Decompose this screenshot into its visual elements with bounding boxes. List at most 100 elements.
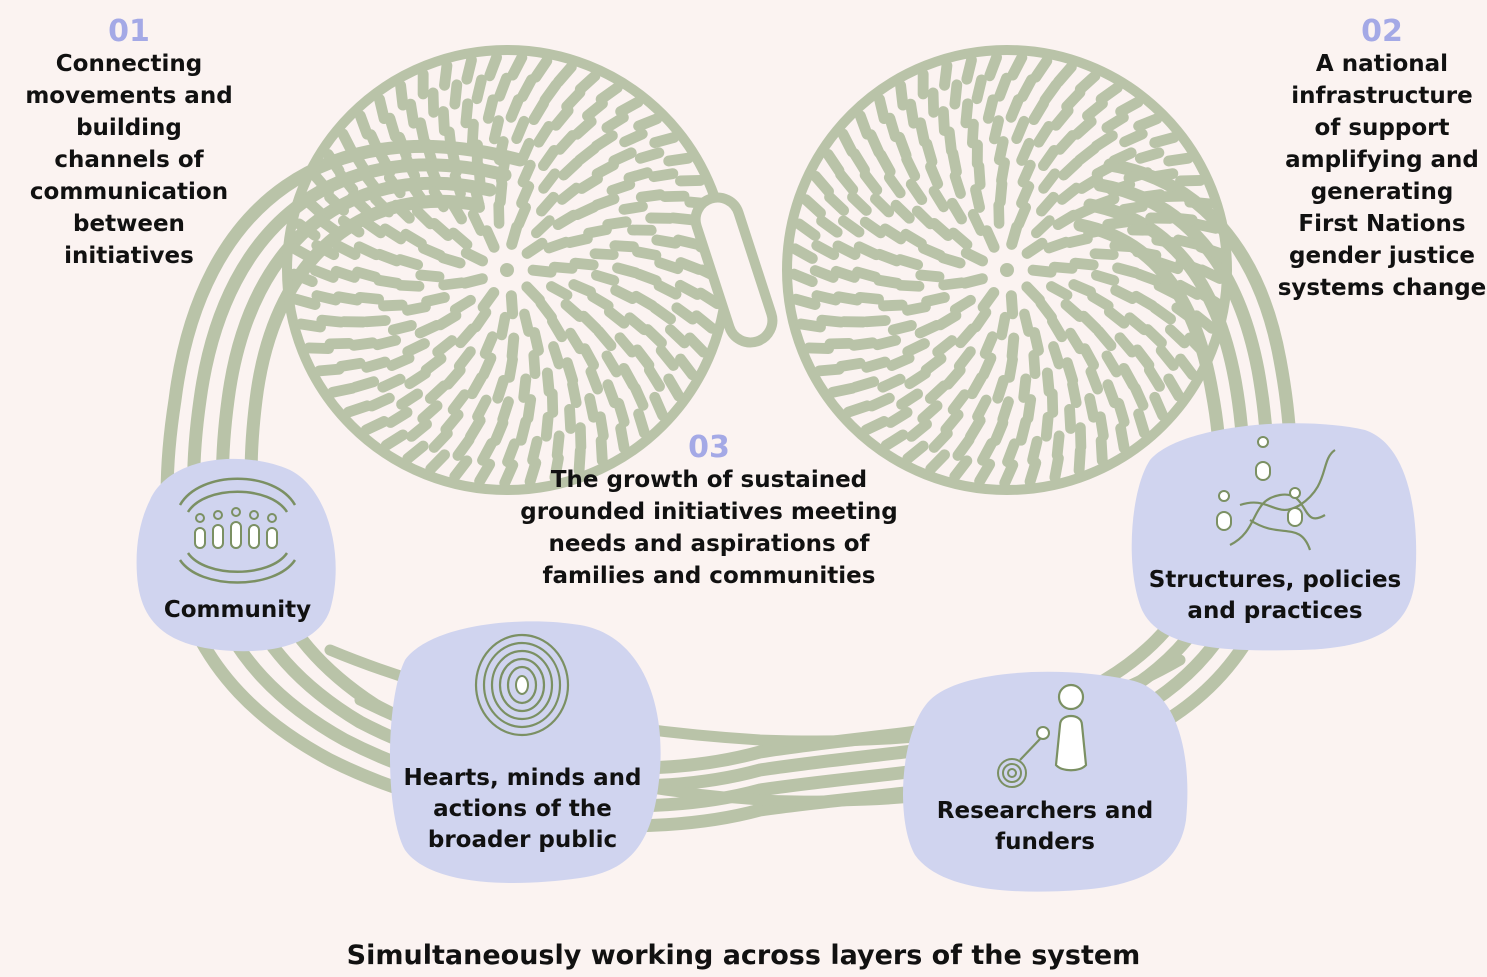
mandala-dash [536, 61, 547, 77]
mandala-dash [988, 100, 993, 119]
mandala-dash [333, 388, 352, 392]
mandala-dash [921, 275, 939, 277]
mandala-dash [499, 142, 503, 160]
mandala-dash [367, 320, 386, 321]
mandala-dash [522, 80, 531, 97]
mandala-dash [306, 200, 321, 213]
mandala-dash [427, 144, 432, 162]
mandala-dash [341, 363, 360, 366]
mandala-dash [875, 199, 888, 212]
mandala-dash [455, 176, 461, 193]
mandala-dash [899, 137, 906, 155]
mandala-dash [857, 272, 875, 277]
outcome-02-text: A national infrastructure of support amp… [1277, 48, 1487, 304]
mandala-dash [541, 303, 552, 317]
mandala-dash [860, 116, 867, 134]
mandala-dash [354, 343, 373, 345]
mandala-dash [637, 252, 655, 255]
mandala-dash [1022, 80, 1031, 97]
mandala-dash [564, 162, 578, 175]
mandala-dash [377, 340, 395, 344]
mandala-dash [1046, 417, 1048, 436]
mandala-dash [934, 433, 947, 447]
mandala-dash [444, 283, 462, 285]
mandala-dash [1154, 174, 1173, 177]
mandala-dash [584, 316, 597, 329]
mandala-dash [407, 159, 415, 176]
mandala-dash [940, 315, 956, 324]
mandala-dash [338, 297, 357, 300]
mandala-dash [560, 135, 573, 149]
mandala-dash [372, 398, 390, 406]
mandala-dash [480, 464, 490, 481]
mandala-dash [955, 461, 967, 477]
outcome-01: 01 Connecting movements and building cha… [18, 16, 240, 272]
mandala-dash [1115, 246, 1134, 247]
mandala-dash [1139, 274, 1157, 281]
mandala-dash [867, 320, 886, 321]
mandala-dash [1023, 165, 1030, 182]
mandala-dash [830, 197, 844, 210]
mandala-dash [1089, 230, 1107, 233]
mandala-dash [884, 305, 903, 306]
mandala-dash [1130, 318, 1144, 330]
mandala-dash [393, 325, 411, 330]
mandala-dash [901, 86, 903, 106]
mandala-dash [519, 208, 526, 225]
mandala-dash [697, 316, 712, 328]
mandala-dash [580, 76, 595, 89]
mandala-dash [1070, 409, 1071, 428]
mandala-dash [482, 443, 491, 460]
mandala-dash [911, 104, 914, 123]
mandala-dash [1030, 463, 1036, 482]
mandala-dash [641, 195, 660, 197]
mandala-dash [460, 329, 472, 343]
mandala-dash [443, 112, 444, 131]
mandala-dash [528, 400, 531, 419]
mandala-dash [500, 184, 502, 202]
mandala-dash [917, 211, 930, 224]
mandala-dash [1052, 394, 1053, 413]
mandala-dash [838, 297, 857, 300]
mandala-dash [1022, 143, 1029, 160]
mandala-dash [655, 308, 671, 319]
mandala-dash [1074, 285, 1091, 292]
mandala-dash [412, 424, 427, 436]
mandala-dash [657, 240, 676, 243]
mandala-dash [380, 99, 385, 118]
mandala-dash [558, 67, 571, 82]
mandala-dash [972, 124, 973, 143]
mandala-dash [1044, 174, 1055, 189]
mandala-dash [1041, 303, 1052, 317]
mandala-dash [1028, 400, 1031, 419]
mandala-dash [891, 412, 907, 422]
mandala-dash [1080, 148, 1095, 160]
mandala-dash [1170, 330, 1184, 343]
mandala-dash [360, 297, 379, 299]
mandala-dash [408, 344, 425, 352]
mandala-dash [295, 249, 312, 259]
mandala-dash [487, 231, 494, 247]
mandala-dash [943, 112, 944, 131]
mandala-dash [399, 137, 406, 155]
mandala-dash [383, 379, 400, 387]
mandala-dash [660, 263, 678, 269]
mandala-dash [994, 121, 998, 139]
mandala-dash [355, 382, 374, 388]
mandala-dash [496, 423, 503, 441]
mandala-dash [890, 118, 896, 137]
mandala-dash [816, 176, 829, 191]
mandala-dash [348, 406, 367, 412]
mandala-dash [1058, 215, 1074, 224]
mandala-dash [984, 358, 991, 375]
mandala-dash [865, 175, 877, 190]
mandala-dash [384, 305, 403, 306]
mandala-dash [636, 296, 652, 305]
mandala-dash [517, 121, 524, 138]
mandala-dash [830, 343, 849, 344]
mandala-dash [836, 271, 854, 277]
mandala-dash [1159, 285, 1176, 294]
mandala-dash [817, 245, 834, 254]
mandala-dash [1161, 350, 1173, 365]
mandala-dash [466, 104, 468, 123]
